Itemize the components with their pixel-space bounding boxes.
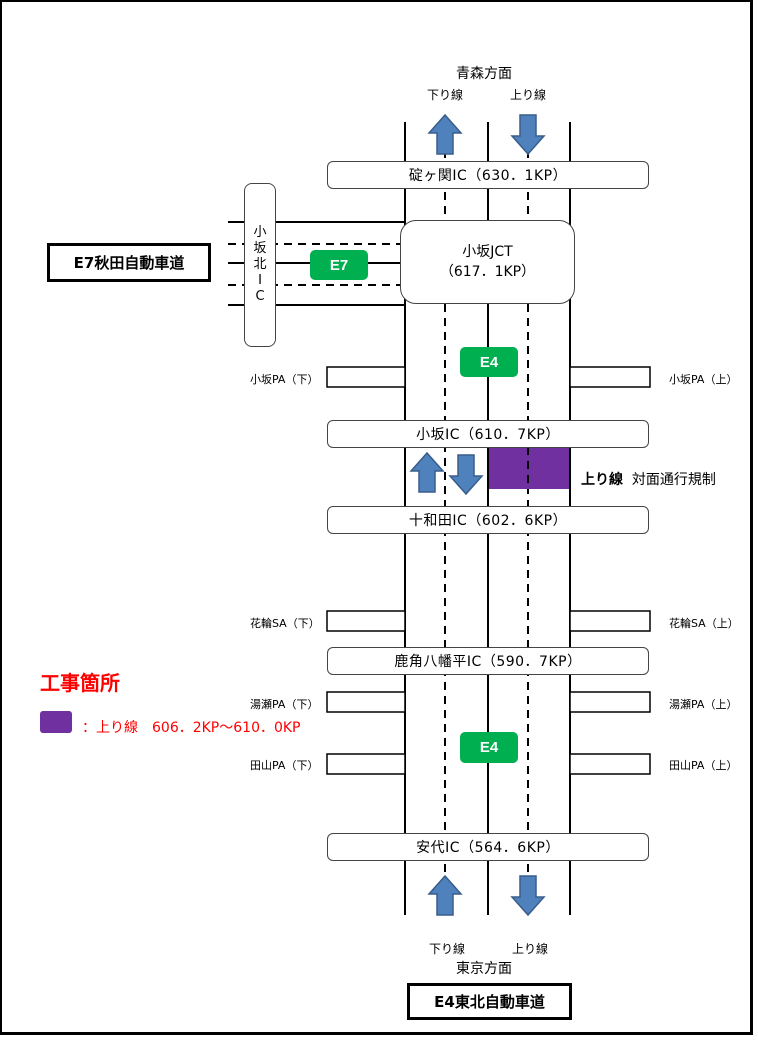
pa-label-yuze-up: 湯瀬PA（上） xyxy=(669,698,738,711)
junction-name: 小坂JCT xyxy=(462,244,513,260)
pa-label-kosaka-up: 小坂PA（上） xyxy=(669,373,738,386)
route-e4-tohoku: E4東北自動車道 xyxy=(407,983,572,1020)
ic-kosaka: 小坂IC（610．7KP） xyxy=(327,420,649,448)
restriction-lane: 上り線 xyxy=(581,472,623,488)
south-down-lane-label: 下り線 xyxy=(429,942,466,956)
shield-e7: E7 xyxy=(310,250,368,280)
route-e7-akita: E7秋田自動車道 xyxy=(47,243,211,282)
direction-north-title: 青森方面 xyxy=(456,66,512,82)
pa-label-kosaka-down: 小坂PA（下） xyxy=(250,373,319,386)
ic-kosaka-kita: 小 坂 北 I C xyxy=(244,183,276,347)
north-down-lane-label: 下り線 xyxy=(427,88,464,102)
pa-stub-hanawa-up xyxy=(569,610,651,632)
junction-kosaka: 小坂JCT （617．1KP） xyxy=(400,220,575,304)
legend-text: ：上り線 606．2KP～610．0KP xyxy=(82,720,301,736)
south-up-lane-label: 上り線 xyxy=(512,942,549,956)
arrow-up-south xyxy=(427,874,463,916)
ic-towada: 十和田IC（602．6KP） xyxy=(327,506,649,534)
north-up-lane-label: 上り線 xyxy=(510,88,547,102)
arrow-down-south xyxy=(510,875,546,917)
pa-label-hanawa-up: 花輪SA（上） xyxy=(669,617,739,630)
ic-kazuno-hachimantai: 鹿角八幡平IC（590．7KP） xyxy=(327,647,649,675)
pa-stub-kosaka-up xyxy=(569,366,651,388)
junction-kp: （617．1KP） xyxy=(439,264,536,280)
pa-stub-yuze-down xyxy=(326,691,406,713)
pa-label-hanawa-down: 花輪SA（下） xyxy=(250,617,320,630)
restriction-label: 上り線 対面通行規制 xyxy=(581,469,716,489)
pa-stub-tayama-down xyxy=(326,753,406,775)
ic-ikarigaseki: 碇ヶ関IC（630．1KP） xyxy=(327,161,649,189)
kosaka-kita-char: 小 xyxy=(253,225,267,240)
restriction-text: 対面通行規制 xyxy=(631,472,716,488)
legend-swatch-construction xyxy=(40,711,72,733)
direction-south-title: 東京方面 xyxy=(456,961,512,977)
pa-label-yuze-down: 湯瀬PA（下） xyxy=(250,698,319,711)
pa-stub-kosaka-down xyxy=(326,366,406,388)
arrow-up-construction xyxy=(409,451,445,493)
pa-label-tayama-up: 田山PA（上） xyxy=(669,759,738,772)
legend-title: 工事箇所 xyxy=(40,671,120,695)
pa-label-tayama-down: 田山PA（下） xyxy=(250,759,319,772)
pa-stub-hanawa-down xyxy=(326,610,406,632)
kosaka-kita-char: 坂 xyxy=(253,241,267,256)
kosaka-kita-char: C xyxy=(255,289,265,304)
ic-ashiro: 安代IC（564．6KP） xyxy=(327,833,649,861)
shield-e4-south: E4 xyxy=(460,732,518,763)
kosaka-kita-char: I xyxy=(258,273,262,288)
arrow-down-north xyxy=(510,114,546,156)
arrow-up-north xyxy=(427,113,463,155)
kosaka-kita-char: 北 xyxy=(253,257,267,272)
pa-stub-yuze-up xyxy=(569,691,651,713)
pa-stub-tayama-up xyxy=(569,753,651,775)
shield-e4-north: E4 xyxy=(460,347,518,377)
arrow-down-construction xyxy=(448,454,484,496)
